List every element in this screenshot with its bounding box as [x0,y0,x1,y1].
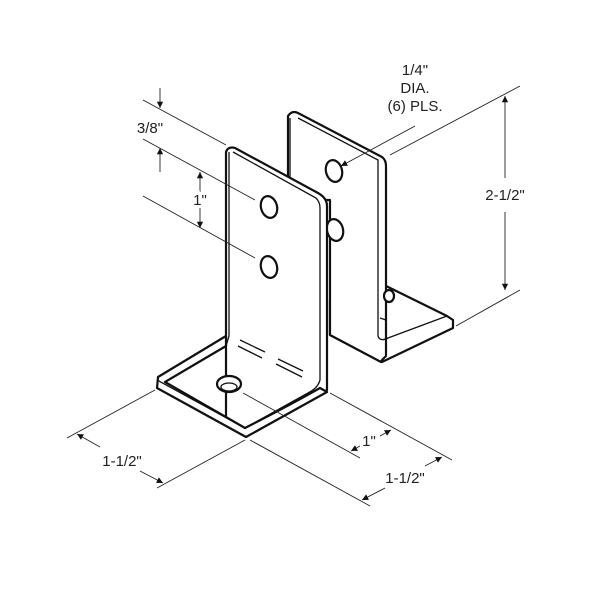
front-base-hole [215,374,243,394]
back-hole-1 [324,159,344,183]
front-vertical-plate [224,146,329,436]
hole-spacing-label: 1" [193,192,207,209]
back-base-hole [382,288,396,304]
edge-distance-label: 3/8" [137,120,163,137]
hole-count-label: (6) PLS. [387,98,442,115]
height-label: 2-1/2" [485,187,525,204]
front-hole-2 [259,255,279,279]
hole-spacing-label-text: 1" [193,192,207,209]
dimension-lines [66,85,521,507]
front-bracket [155,146,329,439]
front-hole-1 [259,195,279,219]
hole-dia-label: DIA. [400,80,429,97]
base-depth-label: 1-1/2" [102,453,142,470]
width-label: 1-1/2" [385,470,425,487]
base-hole-offset-label: 1" [362,433,376,450]
hole-size-label: 1/4" [402,62,428,79]
